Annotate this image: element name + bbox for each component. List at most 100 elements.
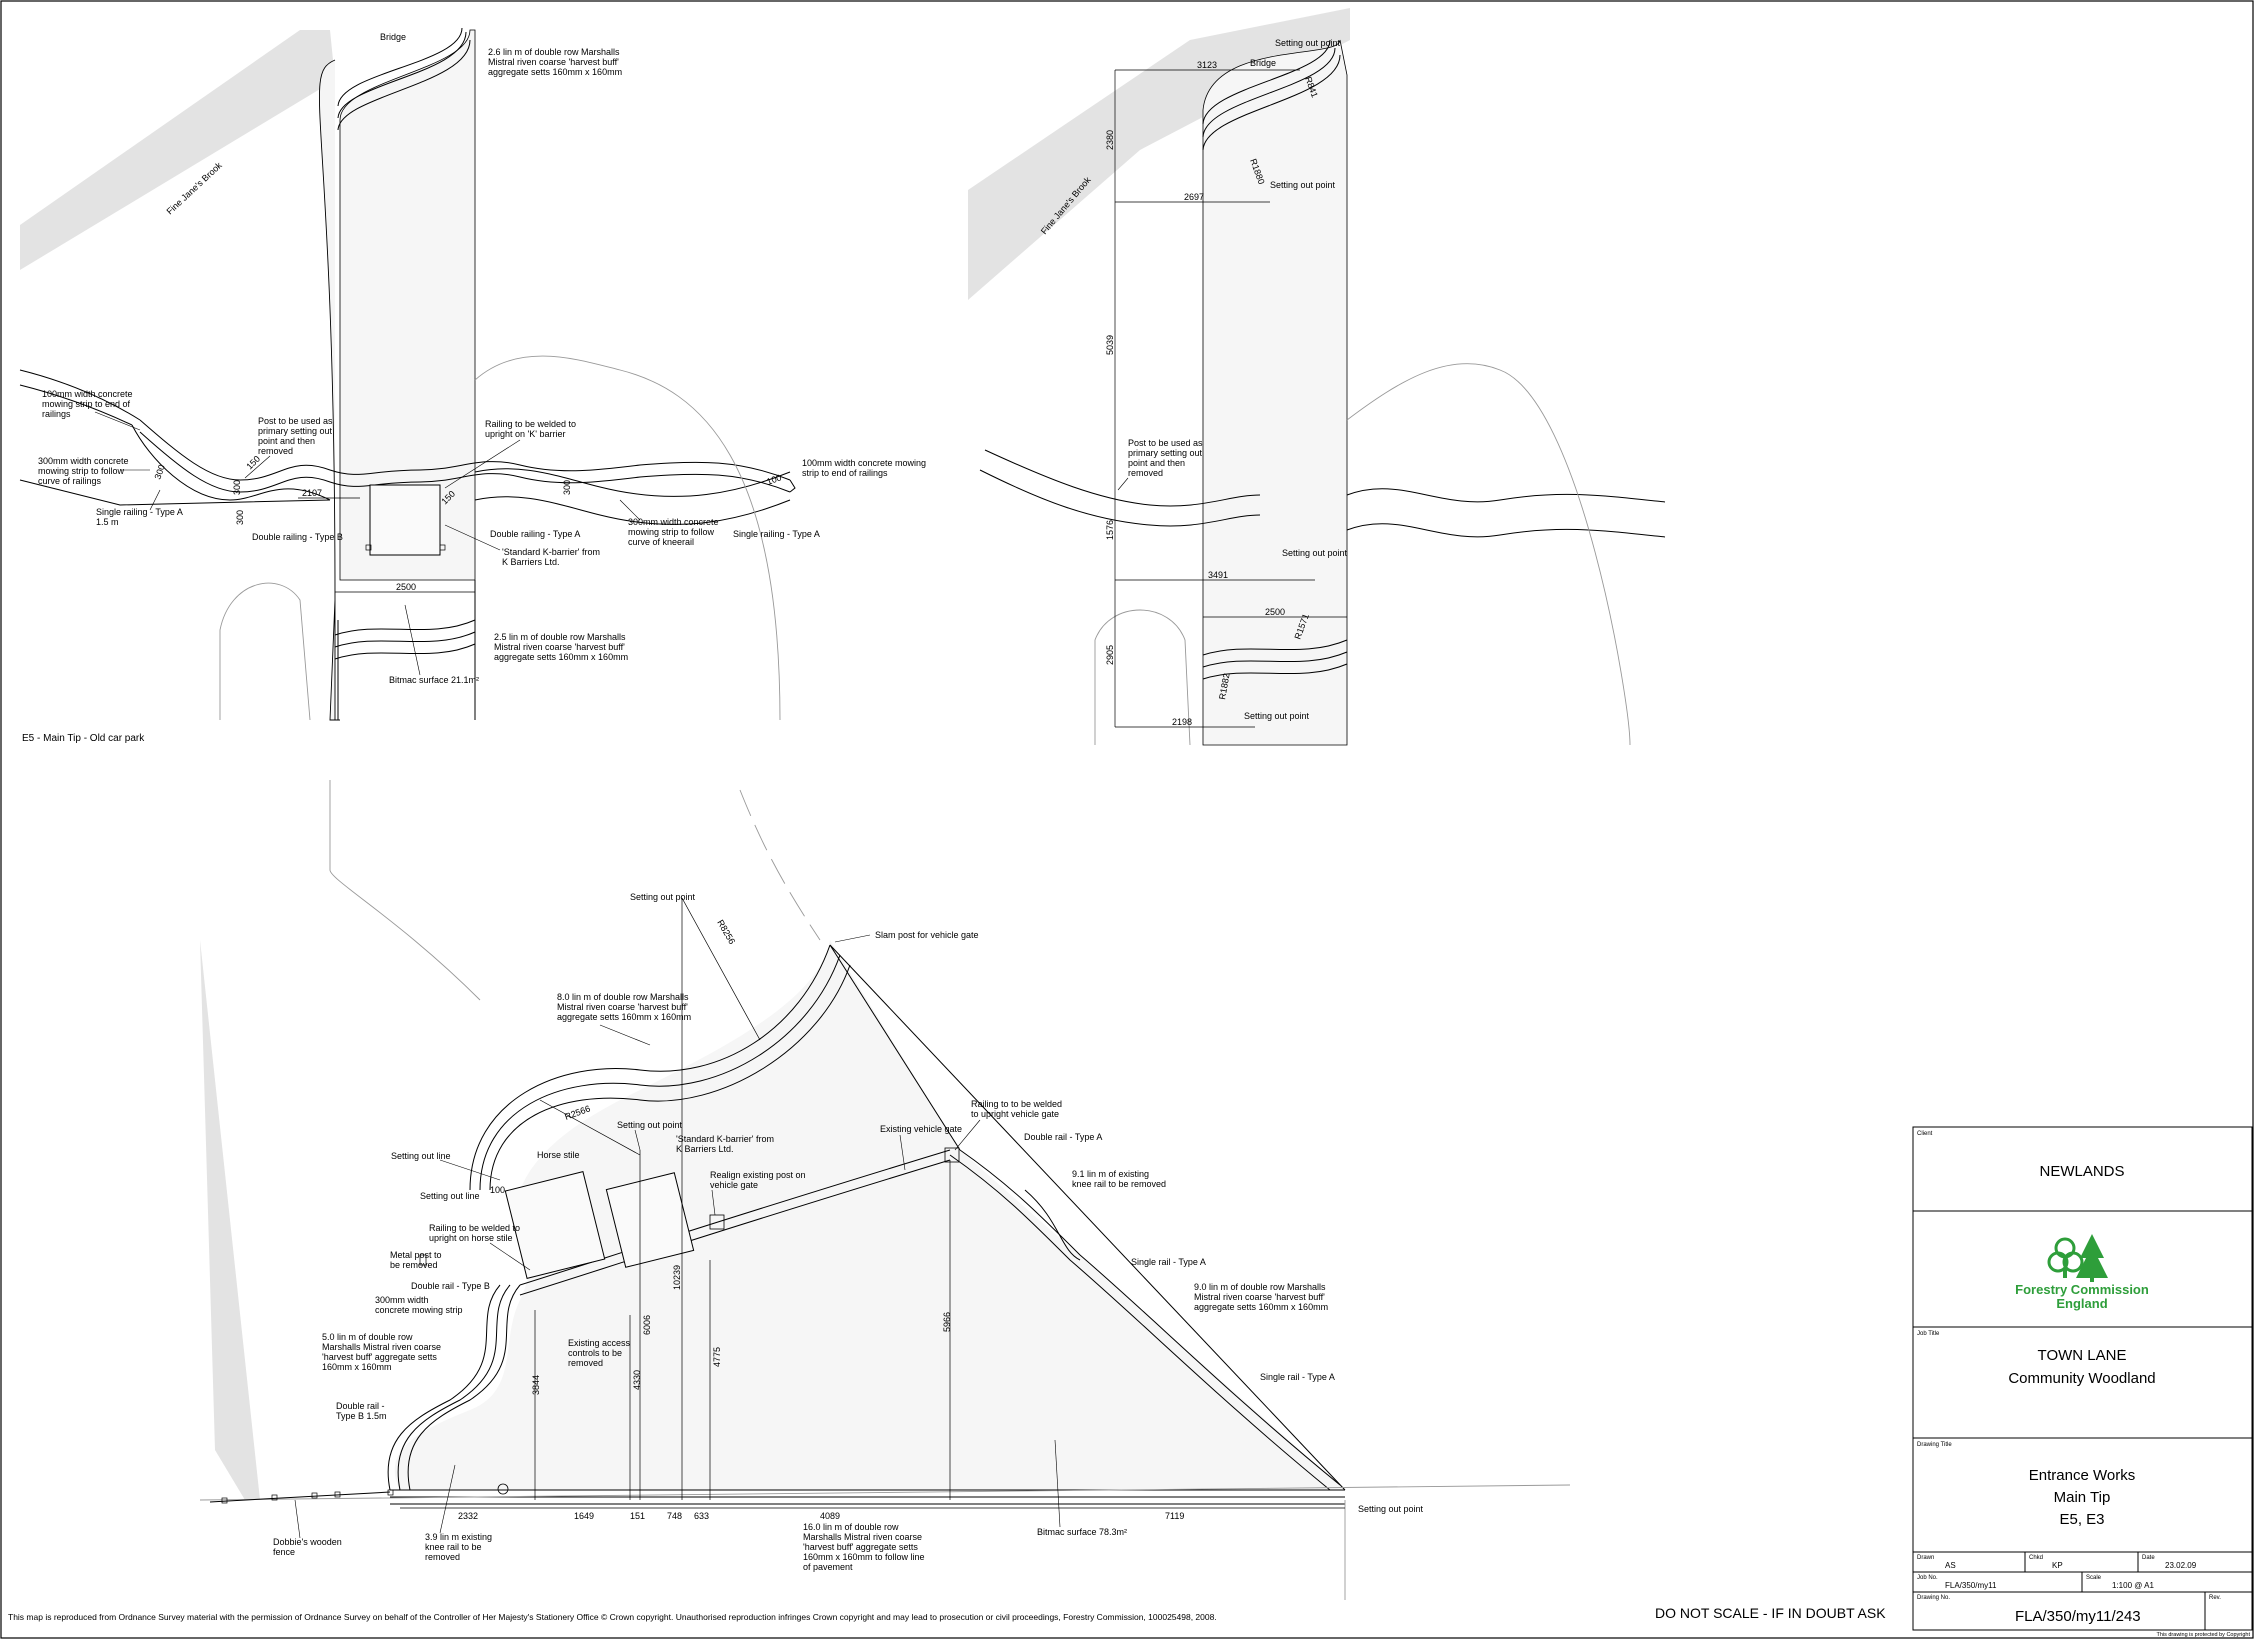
dim-2500-right: 2500 bbox=[1265, 607, 1285, 617]
road-edge bbox=[319, 59, 340, 721]
double-rail-b-label: Double rail - Type B bbox=[411, 1281, 490, 1291]
leader-mowing-kneerail bbox=[619, 499, 641, 521]
double-rail-b15-label: Double rail - Type B 1.5m bbox=[336, 1401, 387, 1421]
existing-gate-label: Existing vehicle gate bbox=[880, 1124, 962, 1134]
dim-100-bottom: 100 bbox=[490, 1185, 505, 1195]
setts-right-bottom-3 bbox=[1202, 663, 1348, 680]
dim-2198: 2198 bbox=[1172, 717, 1192, 727]
mowing-end-left-label: 100mm width concrete mowing strip to end… bbox=[42, 389, 135, 419]
tb-drawing-title-2: Main Tip bbox=[2054, 1489, 2111, 1506]
single-rail-a-label-1: Single rail - Type A bbox=[1131, 1257, 1206, 1267]
leader-dobbies bbox=[294, 1499, 301, 1539]
bitmac-label: Bitmac surface 21.1m² bbox=[389, 675, 479, 685]
tb-date-label: Date bbox=[2142, 1555, 2155, 1561]
grey-road-top-left bbox=[329, 780, 481, 1001]
dim-4089: 4089 bbox=[820, 1511, 840, 1521]
kerb-line-right bbox=[474, 496, 791, 525]
rail-right-2 bbox=[959, 1149, 1341, 1486]
setting-out-point-mid: Setting out point bbox=[617, 1120, 683, 1130]
setts-5-line-3 bbox=[387, 1284, 501, 1491]
railing-stile-label: Railing to be welded to upright on horse… bbox=[429, 1223, 523, 1243]
dim-100: 100 bbox=[765, 472, 783, 487]
dim-3844: 3844 bbox=[531, 1375, 541, 1395]
dim-5039: 5039 bbox=[1105, 335, 1115, 355]
leader-railing-gate bbox=[954, 1119, 981, 1151]
dobbies-fence bbox=[209, 1491, 391, 1503]
setts-right-bottom-1 bbox=[1202, 639, 1348, 656]
copyright-notice: This map is reproduced from Ordnance Sur… bbox=[8, 1612, 1217, 1622]
right-curve-upper bbox=[984, 449, 1261, 507]
grey-road-top-right bbox=[739, 789, 821, 941]
mowing-kneerail-label: 300mm width concrete mowing strip to fol… bbox=[628, 517, 721, 547]
logo-text-1: Forestry Commission bbox=[2015, 1282, 2149, 1297]
tb-drawing-title-1: Entrance Works bbox=[2029, 1467, 2135, 1484]
double-railing-a-label: Double railing - Type A bbox=[490, 529, 580, 539]
tb-scale-label: Scale bbox=[2086, 1575, 2102, 1581]
railing-gate-label: Railing to to be welded to upright vehic… bbox=[971, 1099, 1065, 1119]
leader-railing-stile bbox=[489, 1242, 531, 1271]
tb-scale: 1:100 @ A1 bbox=[2112, 1581, 2154, 1590]
setting-out-3: Setting out point bbox=[1282, 548, 1348, 558]
leader-existing-gate bbox=[899, 1134, 906, 1171]
dobbies-label: Dobbie's wooden fence bbox=[273, 1537, 344, 1557]
double-rail-a-curve bbox=[1024, 1189, 1081, 1261]
bollard bbox=[497, 1483, 509, 1495]
tb-client: NEWLANDS bbox=[2039, 1163, 2124, 1180]
dim-300-d: 300 bbox=[562, 480, 572, 495]
dim-1576: 1576 bbox=[1105, 520, 1115, 540]
dim-1649: 1649 bbox=[574, 1511, 594, 1521]
tb-job-title-label: Job Title bbox=[1917, 1331, 1940, 1337]
tb-job-no: FLA/350/my11 bbox=[1945, 1581, 1997, 1590]
bridge-label: Bridge bbox=[380, 32, 406, 42]
setts-5-line-1 bbox=[407, 1284, 521, 1491]
setts-top-label: 2.6 lin m of double row Marshalls Mistra… bbox=[488, 47, 622, 77]
setting-out-line-2: Setting out line bbox=[420, 1191, 480, 1201]
leader-railing-weld bbox=[444, 439, 521, 489]
mowing-strip-left bbox=[131, 424, 331, 501]
grey-outline-right bbox=[474, 355, 781, 721]
post-setting-label: Post to be used as primary setting out p… bbox=[258, 416, 335, 456]
grey-outline-left bbox=[219, 582, 311, 721]
dim-2380: 2380 bbox=[1105, 130, 1115, 150]
railing-line-1 bbox=[139, 419, 791, 481]
dim-3491: 3491 bbox=[1208, 570, 1228, 580]
setting-out-line-1: Setting out line bbox=[391, 1151, 451, 1161]
railing-line-2 bbox=[139, 431, 791, 493]
bitmac-area bbox=[339, 29, 476, 581]
grey-outline-right-e3 bbox=[1346, 363, 1631, 746]
setts-top-line-1 bbox=[337, 39, 471, 131]
setts-8-line-3 bbox=[489, 964, 851, 1191]
realign-post bbox=[709, 1214, 725, 1230]
setts-8-label: 8.0 lin m of double row Marshalls Mistra… bbox=[557, 992, 691, 1022]
railing-left-end-a bbox=[19, 369, 141, 421]
do-not-scale: DO NOT SCALE - IF IN DOUBT ASK bbox=[1655, 1605, 1886, 1621]
setts-right-line-2 bbox=[1202, 47, 1336, 138]
leader-post-setting bbox=[244, 455, 271, 479]
grey-outline-left-e3 bbox=[1094, 609, 1191, 746]
setts-8-line-1 bbox=[469, 944, 831, 1191]
dim-2697: 2697 bbox=[1184, 192, 1204, 202]
dim-300-b: 300 bbox=[232, 480, 242, 495]
right-wave-lower bbox=[1346, 523, 1666, 538]
setts-5-label: 5.0 lin m of double row Marshalls Mistra… bbox=[322, 1332, 444, 1372]
kneerail-3-label: 3.9 lin m existing knee rail to be remov… bbox=[425, 1532, 495, 1562]
fence-post-4 bbox=[334, 1491, 341, 1498]
dim-4330: 4330 bbox=[632, 1370, 642, 1390]
leader-k-barrier bbox=[444, 524, 501, 551]
dim-6006: 6006 bbox=[642, 1315, 652, 1335]
double-railing-b-label: Double railing - Type B bbox=[252, 532, 343, 542]
metal-post bbox=[419, 1254, 427, 1266]
dim-10239: 10239 bbox=[672, 1265, 682, 1290]
single-railing-a-label: Single railing - Type A bbox=[733, 529, 820, 539]
leader-slam-post bbox=[834, 934, 871, 943]
tb-chkd: KP bbox=[2052, 1561, 2063, 1570]
tb-copyright: This drawing is protected by Copyright bbox=[2156, 1632, 2250, 1638]
bitmac-area-bottom bbox=[394, 940, 1346, 1490]
double-rail-a-label: Double rail - Type A bbox=[1024, 1132, 1102, 1142]
k-barrier-post-b bbox=[439, 544, 446, 551]
setting-out-2: Setting out point bbox=[1270, 180, 1336, 190]
railing-left-end-b bbox=[19, 384, 133, 426]
railing-weld-label: Railing to be welded to upright on 'K' b… bbox=[485, 419, 579, 439]
tb-drawing-no-label: Drawing No. bbox=[1917, 1595, 1950, 1601]
tb-drawing-title-3: E5, E3 bbox=[2059, 1511, 2104, 1528]
